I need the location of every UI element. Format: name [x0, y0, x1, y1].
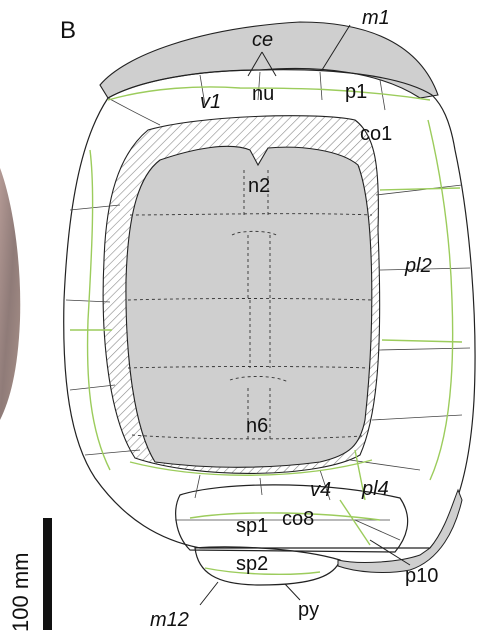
- posterior-gray-edge: [338, 490, 462, 573]
- label-v1: v1: [200, 91, 221, 113]
- label-py: py: [298, 599, 319, 621]
- adjacent-specimen-photo: [0, 168, 20, 420]
- label-v4: v4: [310, 479, 331, 501]
- label-m12: m12: [150, 609, 189, 631]
- label-nu: nu: [252, 83, 274, 105]
- label-pl4: pl4: [361, 478, 389, 500]
- label-ce: ce: [252, 29, 273, 51]
- label-p1: p1: [345, 81, 367, 103]
- scale-bar: [43, 518, 52, 630]
- label-n6: n6: [246, 415, 268, 437]
- panel-letter: B: [60, 17, 76, 44]
- label-co1: co1: [360, 123, 392, 145]
- label-sp1: sp1: [236, 515, 268, 537]
- label-pl2: pl2: [404, 255, 432, 277]
- label-n2: n2: [248, 175, 270, 197]
- label-sp2: sp2: [236, 553, 268, 575]
- label-p10: p10: [405, 565, 438, 587]
- label-m1: m1: [362, 7, 390, 29]
- label-co8: co8: [282, 508, 314, 530]
- scale-bar-label: 100 mm: [8, 553, 33, 632]
